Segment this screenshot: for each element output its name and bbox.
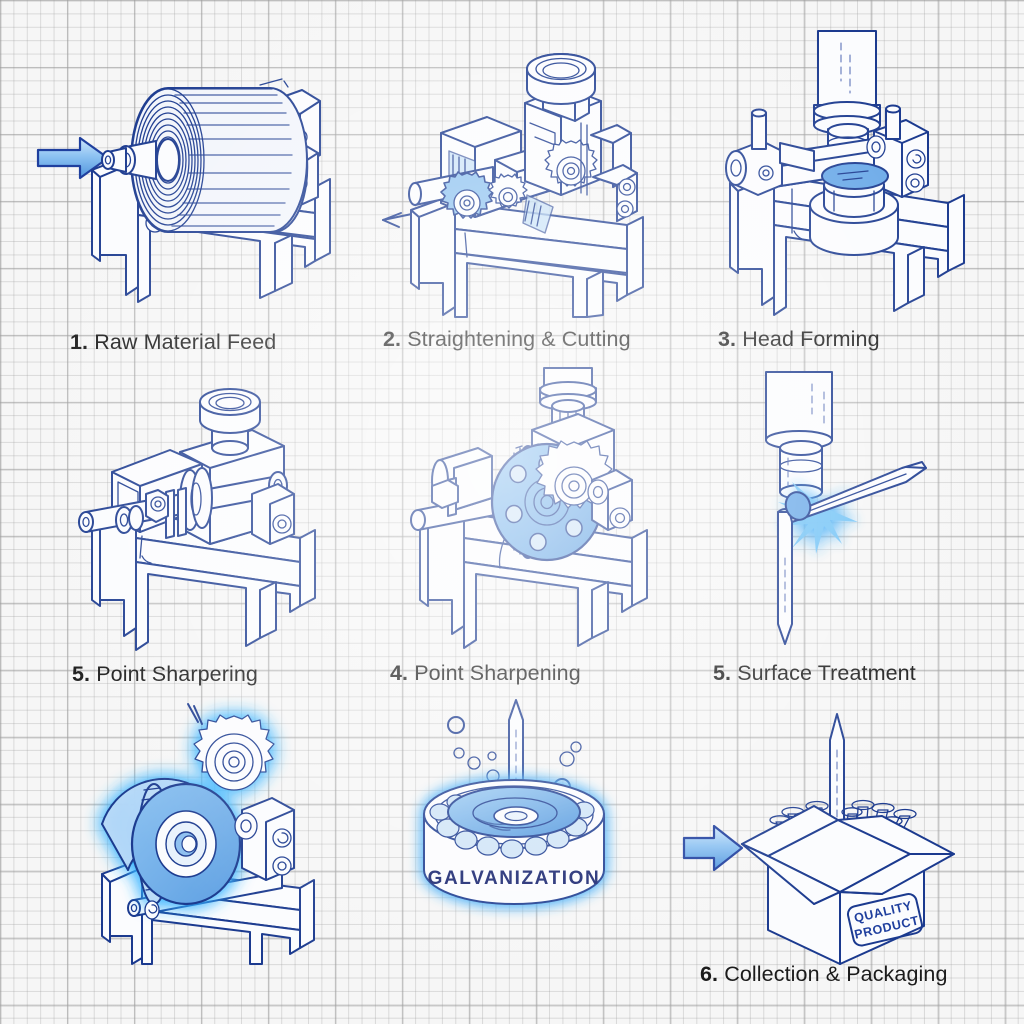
illustration-blue-grinding-wheel — [410, 367, 648, 649]
illustration-wire-coil-spool-machine — [36, 78, 331, 303]
panel-raw-material-feed: 1. Raw Material Feed — [30, 55, 350, 354]
step-number: 3. — [718, 327, 737, 351]
step-title: Raw Material Feed — [94, 330, 277, 354]
wire-coil — [130, 87, 309, 233]
step-title: Point Sharpening — [414, 661, 581, 685]
panel-surface-treatment: 5. Surface Treatment — [713, 362, 1012, 685]
illustration-glowing-grinder-wheel — [101, 703, 315, 965]
step-number: 5. — [72, 662, 91, 686]
step-title: Head Forming — [742, 327, 880, 351]
panel-galvanization: GALVANIZATION — [404, 694, 664, 944]
drive-gear — [544, 139, 598, 187]
caption-point-sharpering: 5. Point Sharpering — [72, 662, 258, 687]
step-title: Straightening & Cutting — [407, 327, 631, 351]
nail-vertical — [777, 508, 793, 645]
step-title: Collection & Packaging — [724, 962, 948, 986]
step-number: 5. — [713, 661, 732, 685]
glow-group — [101, 714, 275, 906]
panel-head-forming: 3. Head Forming — [710, 25, 1000, 351]
step-title: Surface Treatment — [737, 661, 916, 685]
gear-cluster — [440, 171, 528, 219]
caption-collection-packaging: 6. Collection & Packaging — [700, 962, 948, 987]
nail-horizontal — [789, 461, 927, 523]
illustration-lathe-spindle-machine — [78, 388, 316, 651]
step-number: 4. — [390, 661, 409, 685]
panel-collection-packaging: QUALITY PRODUCT 6. Collection & Packagin… — [672, 692, 972, 986]
step-title: Point Sharpering — [96, 662, 258, 686]
panel-point-sharpering: 5. Point Sharpering — [62, 372, 352, 686]
right-arrow-icon — [682, 824, 744, 872]
caption-head-forming: 3. Head Forming — [718, 327, 880, 352]
caption-surface-treatment: 5. Surface Treatment — [713, 661, 916, 686]
panel-glowing-grinder — [86, 692, 346, 965]
panel-point-sharpening: 4. Point Sharpening — [390, 367, 682, 685]
nail-head-blank — [821, 162, 889, 190]
step-number: 1. — [70, 330, 89, 354]
illustration-gear-drive-cutter — [382, 53, 644, 318]
illustration-open-box-with-nails: QUALITY PRODUCT — [682, 713, 955, 965]
panel-straightening-cutting: 2. Straightening & Cutting — [375, 25, 675, 351]
nail-head — [784, 491, 812, 521]
caption-raw-material-feed: 1. Raw Material Feed — [70, 330, 276, 355]
illustration-galvanization-tub: GALVANIZATION — [423, 699, 605, 905]
illustration-vertical-ram-press — [725, 30, 965, 316]
right-arrow-icon — [36, 136, 110, 180]
step-number: 2. — [383, 327, 402, 351]
tub-glow-group: GALVANIZATION — [423, 779, 605, 905]
step-number: 6. — [700, 962, 719, 986]
caption-point-sharpening: 4. Point Sharpening — [390, 661, 581, 686]
galvanization-label: GALVANIZATION — [428, 868, 601, 889]
caption-straightening-cutting: 2. Straightening & Cutting — [383, 327, 631, 352]
illustration-impact-spark-nail — [765, 371, 927, 645]
